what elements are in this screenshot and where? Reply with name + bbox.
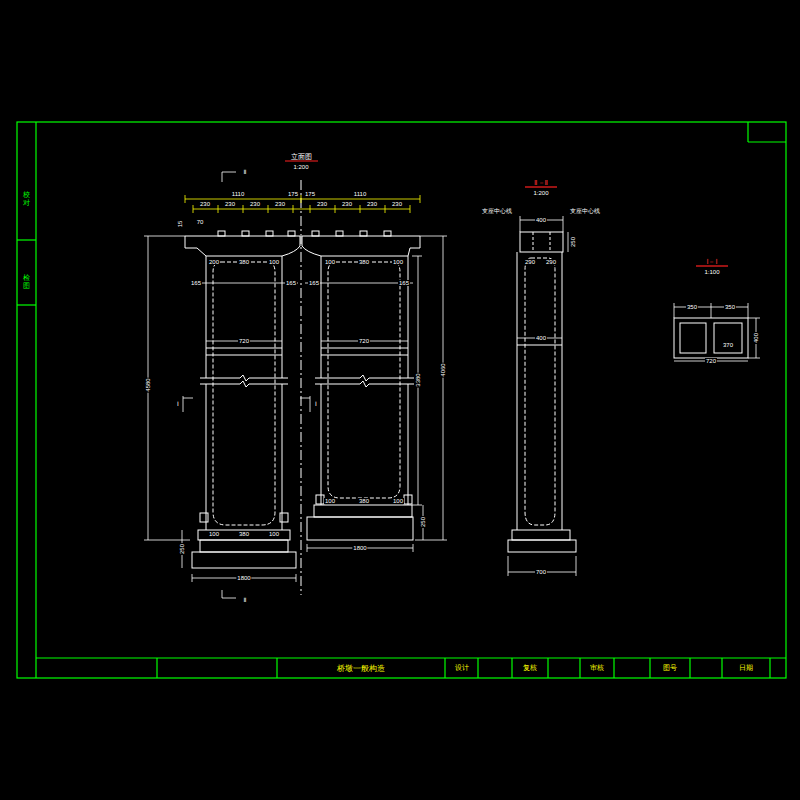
dimension: 1110 (353, 191, 367, 197)
dimension: 250 (179, 543, 185, 555)
dimension-lines (508, 216, 576, 576)
title-text: 复核 (523, 663, 537, 673)
dimension: 175 (304, 191, 316, 197)
title-text: 设计 (455, 663, 469, 673)
dimension-lines (674, 303, 760, 361)
view-title: Ⅱ－Ⅱ (533, 179, 549, 186)
dimension: 4060 (440, 362, 446, 377)
dimension: 250 (570, 236, 576, 248)
dimension: 4580 (145, 377, 151, 392)
scale-label: 1:100 (703, 269, 720, 275)
dimension-lines (144, 172, 447, 598)
dimension: 70 (196, 219, 205, 225)
sheet-frame (17, 122, 786, 678)
dimension: 230 (366, 201, 378, 207)
dimension: 3380 (415, 372, 421, 387)
dimension: 250 (420, 516, 426, 528)
dimension: 400 (753, 332, 759, 344)
title-cell: 桥墩一般构造 (277, 658, 445, 678)
dimension: 165 (190, 280, 202, 286)
pier-side-section (508, 232, 576, 552)
section-mark: Ⅰ (314, 401, 318, 407)
pier-cross-section (674, 318, 748, 358)
dimension-lines (185, 195, 420, 213)
sign-cell: 检图 (17, 260, 36, 305)
dimension: 100 (268, 531, 280, 537)
dimension: 380 (238, 259, 250, 265)
dimension: 100 (392, 259, 404, 265)
dimension: 290 (545, 259, 557, 265)
view-title: Ⅰ－Ⅰ (705, 258, 718, 265)
dimension: 100 (268, 259, 280, 265)
title-cell: 复核 (512, 658, 548, 678)
dimension: 380 (358, 259, 370, 265)
dimension: 165 (308, 280, 320, 286)
dimension: 370 (722, 342, 734, 348)
dimension: 200 (208, 259, 220, 265)
centerline-note: 支座中心线 (569, 208, 601, 214)
scale-label: 1:200 (292, 164, 309, 170)
dimension: 230 (391, 201, 403, 207)
section-mark: Ⅰ (176, 401, 180, 407)
dimension: 230 (274, 201, 286, 207)
title-text: 日期 (739, 663, 753, 673)
dimension: 350 (686, 304, 698, 310)
title-cell: 审核 (580, 658, 614, 678)
centerline-note: 支座中心线 (481, 208, 513, 214)
dimension: 15 (177, 220, 183, 229)
title-text: 图号 (663, 663, 677, 673)
section-mark: Ⅱ (243, 169, 248, 175)
dimension: 165 (398, 280, 410, 286)
dimension: 175 (287, 191, 299, 197)
dimension: 1800 (352, 545, 367, 551)
dimension: 350 (724, 304, 736, 310)
dimension: 100 (324, 259, 336, 265)
dimension: 380 (358, 498, 370, 504)
title-text: 桥墩一般构造 (337, 663, 385, 674)
dimension: 1110 (231, 191, 245, 197)
dimension: 230 (316, 201, 328, 207)
sign-cell: 校对 (17, 170, 36, 230)
scale-label: 1:200 (532, 190, 549, 196)
dimension: 290 (524, 259, 536, 265)
dimension: 230 (199, 201, 211, 207)
title-underline (285, 161, 728, 266)
dimension: 100 (324, 498, 336, 504)
dimension: 100 (208, 531, 220, 537)
title-text: 审核 (590, 663, 604, 673)
sign-label: 检图 (23, 275, 30, 290)
title-cell: 日期 (722, 658, 770, 678)
pier-elevation (185, 180, 420, 595)
dimension: 720 (238, 338, 250, 344)
dimension: 230 (341, 201, 353, 207)
dimension: 230 (224, 201, 236, 207)
dimension: 380 (238, 531, 250, 537)
dimension: 165 (285, 280, 297, 286)
dimension: 720 (705, 358, 717, 364)
dimension: 1800 (236, 575, 251, 581)
dimension: 230 (249, 201, 261, 207)
dimension: 100 (392, 498, 404, 504)
sign-label: 校对 (23, 192, 30, 207)
dimension: 400 (535, 335, 547, 341)
title-cell: 设计 (445, 658, 478, 678)
dimension: 400 (535, 217, 547, 223)
dimension: 700 (535, 569, 547, 575)
section-mark: Ⅱ (243, 597, 248, 603)
title-cell: 图号 (650, 658, 690, 678)
view-title: 立面图 (290, 153, 313, 160)
dimension: 720 (358, 338, 370, 344)
